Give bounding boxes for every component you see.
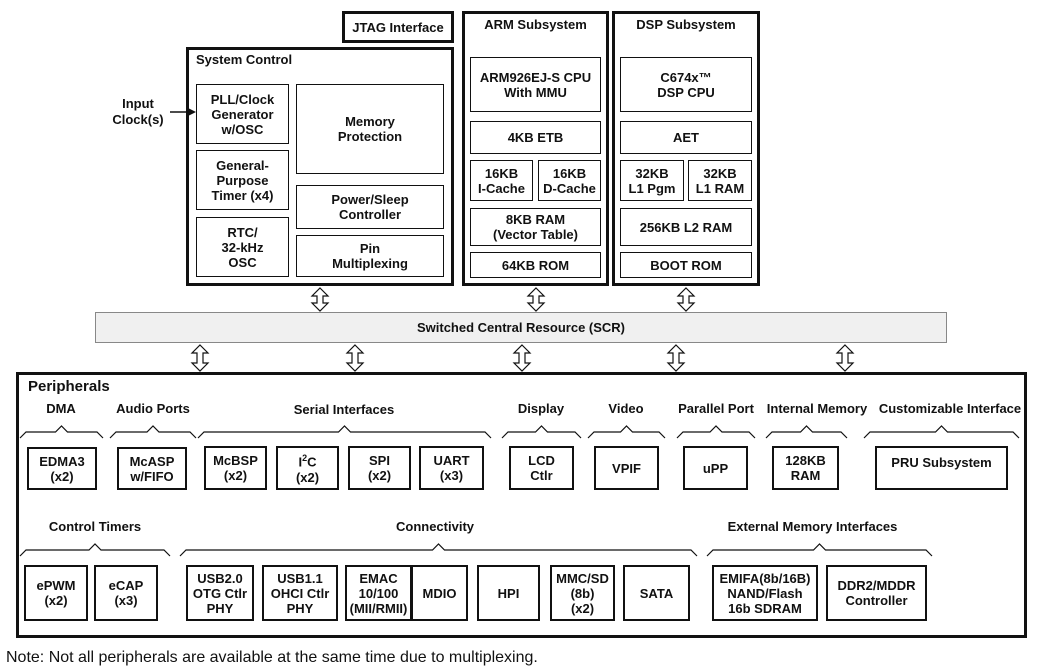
bracket-extmem bbox=[706, 543, 933, 557]
input-clock-label: Input Clock(s) bbox=[112, 96, 164, 127]
bracket-display bbox=[501, 425, 582, 439]
emac: EMAC 10/100 (MII/RMII) bbox=[345, 565, 412, 621]
i2c: I2C (x2) bbox=[276, 446, 339, 490]
switched-central-resource: Switched Central Resource (SCR) bbox=[95, 312, 947, 343]
upp: uPP bbox=[683, 446, 748, 490]
category-serial-interfaces: Serial Interfaces bbox=[293, 402, 395, 417]
jtag-interface: JTAG Interface bbox=[342, 11, 454, 43]
arm-rom: 64KB ROM bbox=[470, 252, 601, 278]
usb11-ohci: USB1.1 OHCI Ctlr PHY bbox=[262, 565, 338, 621]
sata: SATA bbox=[623, 565, 690, 621]
system-control-title: System Control bbox=[196, 52, 293, 67]
bracket-audio bbox=[109, 425, 197, 439]
footnote: Note: Not all peripherals are available … bbox=[6, 649, 538, 666]
hpi: HPI bbox=[477, 565, 540, 621]
power-sleep-controller: Power/Sleep Controller bbox=[296, 185, 444, 229]
pin-multiplexing: Pin Multiplexing bbox=[296, 235, 444, 277]
ddr2-mddr-controller: DDR2/MDDR Controller bbox=[826, 565, 927, 621]
i2c-sup: 2 bbox=[302, 453, 308, 464]
peripherals-group bbox=[16, 372, 1027, 638]
bracket-connectivity bbox=[179, 543, 698, 557]
peripherals-title: Peripherals bbox=[28, 378, 110, 395]
scr-peripheral-arrow-4 bbox=[666, 344, 686, 372]
arm-subsystem-title: ARM Subsystem bbox=[484, 17, 587, 32]
category-internal-memory: Internal Memory bbox=[766, 401, 868, 416]
mdio: MDIO bbox=[411, 565, 468, 621]
internal-ram-128kb: 128KB RAM bbox=[772, 446, 839, 490]
spi: SPI (x2) bbox=[348, 446, 411, 490]
scr-peripheral-arrow-5 bbox=[835, 344, 855, 372]
vpif: VPIF bbox=[594, 446, 659, 490]
i2c-label: I2C bbox=[298, 451, 316, 469]
dsp-l1-ram: 32KB L1 RAM bbox=[688, 160, 752, 201]
scr-peripheral-arrow-1 bbox=[190, 344, 210, 372]
ecap: eCAP (x3) bbox=[94, 565, 158, 621]
dsp-l2-ram: 256KB L2 RAM bbox=[620, 208, 752, 246]
usb20-otg: USB2.0 OTG Ctlr PHY bbox=[186, 565, 254, 621]
category-dma: DMA bbox=[46, 401, 76, 416]
mmc-sd: MMC/SD (8b) (x2) bbox=[550, 565, 615, 621]
arm-cpu: ARM926EJ-S CPU With MMU bbox=[470, 57, 601, 112]
bracket-video bbox=[587, 425, 666, 439]
category-video: Video bbox=[608, 401, 644, 416]
epwm: ePWM (x2) bbox=[24, 565, 88, 621]
category-connectivity: Connectivity bbox=[395, 519, 474, 534]
category-control-timers: Control Timers bbox=[48, 519, 142, 534]
rtc-osc: RTC/ 32-kHz OSC bbox=[196, 217, 289, 277]
emifa: EMIFA(8b/16B) NAND/Flash 16b SDRAM bbox=[712, 565, 818, 621]
pll-clock-generator: PLL/Clock Generator w/OSC bbox=[196, 84, 289, 144]
bracket-intmem bbox=[765, 425, 848, 439]
i2c-rest: C bbox=[307, 454, 317, 470]
i2c-base: I bbox=[298, 454, 303, 470]
arm-etb: 4KB ETB bbox=[470, 121, 601, 154]
dsp-subsystem-title: DSP Subsystem bbox=[636, 17, 736, 32]
dsp-boot-rom: BOOT ROM bbox=[620, 252, 752, 278]
arm-ram: 8KB RAM (Vector Table) bbox=[470, 208, 601, 246]
bracket-timers bbox=[19, 543, 171, 557]
dsp-aet: AET bbox=[620, 121, 752, 154]
category-customizable-interface: Customizable Interface bbox=[878, 401, 1022, 416]
sysctl-scr-arrow bbox=[310, 287, 330, 312]
mcbsp: McBSP (x2) bbox=[204, 446, 267, 490]
bracket-dma bbox=[19, 425, 104, 439]
general-purpose-timer: General- Purpose Timer (x4) bbox=[196, 150, 289, 210]
category-external-memory: External Memory Interfaces bbox=[727, 519, 898, 534]
bracket-parallel bbox=[676, 425, 756, 439]
category-parallel-port: Parallel Port bbox=[678, 401, 754, 416]
scr-peripheral-arrow-2 bbox=[345, 344, 365, 372]
bracket-serial bbox=[197, 425, 492, 439]
i2c-count: (x2) bbox=[295, 469, 320, 485]
bracket-custom bbox=[863, 425, 1020, 439]
mcasp: McASP w/FIFO bbox=[117, 447, 187, 490]
dsp-scr-arrow bbox=[676, 287, 696, 312]
dsp-cpu: C674x™ DSP CPU bbox=[620, 57, 752, 112]
arm-dcache: 16KB D-Cache bbox=[538, 160, 601, 201]
category-audio-ports: Audio Ports bbox=[116, 401, 190, 416]
edma3: EDMA3 (x2) bbox=[27, 447, 97, 490]
arm-icache: 16KB I-Cache bbox=[470, 160, 533, 201]
uart: UART (x3) bbox=[419, 446, 484, 490]
dsp-l1-pgm: 32KB L1 Pgm bbox=[620, 160, 684, 201]
memory-protection: Memory Protection bbox=[296, 84, 444, 174]
arm-scr-arrow bbox=[526, 287, 546, 312]
category-display: Display bbox=[517, 401, 565, 416]
lcd-controller: LCD Ctlr bbox=[509, 446, 574, 490]
pru-subsystem: PRU Subsystem bbox=[875, 446, 1008, 490]
scr-peripheral-arrow-3 bbox=[512, 344, 532, 372]
